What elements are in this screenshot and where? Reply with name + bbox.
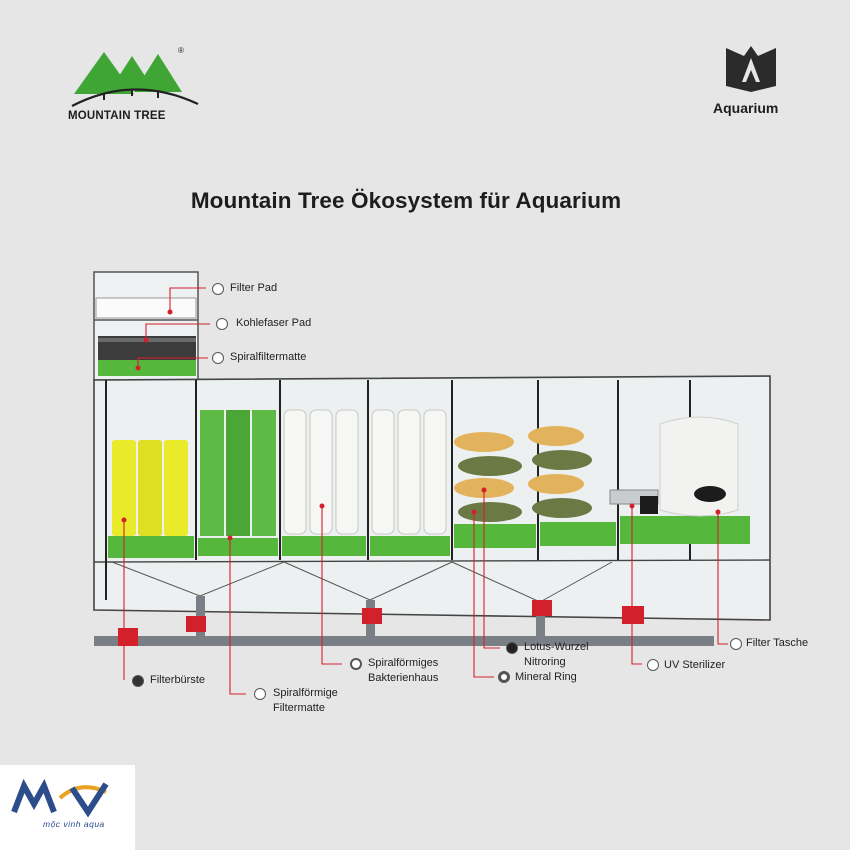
label-uv-sterilizer: UV Sterilizer xyxy=(664,659,726,671)
filter-bag xyxy=(659,416,739,517)
label-filter-pad: Filter Pad xyxy=(230,282,278,294)
filter-brushes xyxy=(112,440,188,536)
top-filter-tank xyxy=(93,271,199,381)
label-lotus-line2: Nitroring xyxy=(524,656,566,668)
page-title: Mountain Tree Ökosystem für Aquarium xyxy=(190,188,622,213)
uv-sterilizer-unit xyxy=(609,489,659,514)
lotus-root-icon xyxy=(506,642,518,654)
filter-pad-icon xyxy=(212,283,224,295)
carbon-pad-icon xyxy=(216,318,228,330)
trademark-symbol: ® xyxy=(178,46,184,55)
brand-name: MOUNTAIN TREE xyxy=(68,110,166,122)
mv-logo-text: mộc vinh aqua xyxy=(43,819,105,829)
mineral-ring-icon xyxy=(498,671,510,683)
label-filterbuerste: Filterbürste xyxy=(150,674,206,686)
brush-icon xyxy=(132,675,144,687)
green-filter-mats xyxy=(200,410,276,536)
leader-dots xyxy=(121,309,721,541)
label-filter-tasche: Filter Tasche xyxy=(746,637,809,649)
aquarium-logo xyxy=(726,46,776,92)
mv-logo-panel xyxy=(0,765,135,850)
label-kohlefaser-pad: Kohlefaser Pad xyxy=(236,317,312,329)
label-lotus-line1: Lotus-Wurzel xyxy=(524,641,589,653)
label-spiralfiltermatte: Spiralfiltermatte xyxy=(230,351,307,363)
label-bakterienhaus-line1: Spiralförmiges xyxy=(368,657,439,669)
label-mineral-ring: Mineral Ring xyxy=(515,671,577,683)
label-spiral-filtermatte-line2: Filtermatte xyxy=(273,702,325,714)
drain-pipes xyxy=(94,596,714,646)
label-bakterienhaus-line2: Bakterienhaus xyxy=(368,672,439,684)
spiral-mat-icon xyxy=(212,352,224,364)
aquarium-label: Aquarium xyxy=(713,100,779,116)
leader-lines xyxy=(123,287,728,695)
mv-logo xyxy=(11,778,109,818)
mountain-tree-logo xyxy=(71,52,199,107)
bacteria-house-icon xyxy=(350,658,362,670)
label-spiral-filtermatte-line1: Spiralförmige xyxy=(273,687,338,699)
filter-bag-icon xyxy=(730,638,742,650)
spiral-filter-mat-icon xyxy=(254,688,266,700)
uv-sterilizer-icon xyxy=(647,659,659,671)
bacteria-house-cylinders xyxy=(283,409,447,535)
